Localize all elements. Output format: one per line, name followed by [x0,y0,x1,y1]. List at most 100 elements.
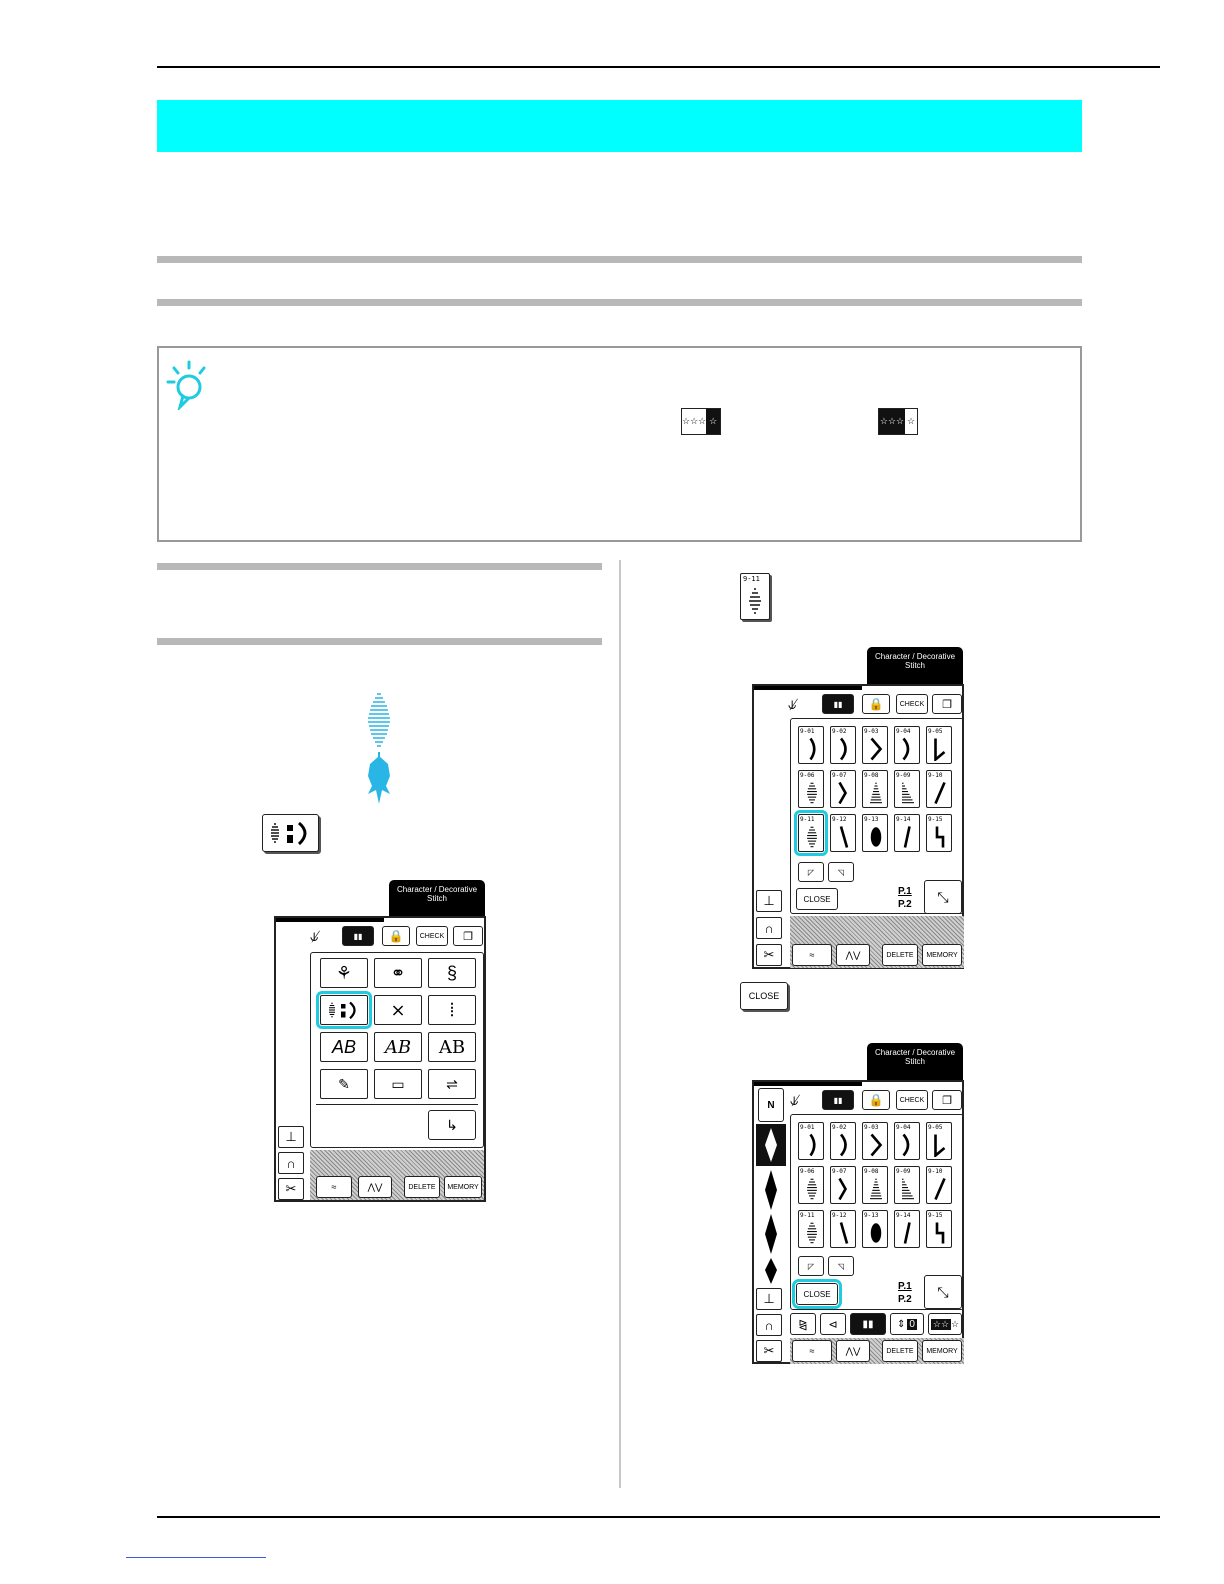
scissors-icon[interactable]: ✂ [756,1340,782,1362]
scroll-next-button[interactable]: ◹ [828,1256,854,1276]
pattern-button-9-05[interactable]: 9-05 [926,726,952,764]
pattern-button-9-12[interactable]: 9-12 [830,1210,856,1248]
stitch-length-button[interactable]: ≈ [792,1340,832,1362]
pattern-button-9-13[interactable]: 9-13 [862,1210,888,1248]
pattern-button-9-06[interactable]: 9-06 [798,770,824,808]
usb-icon[interactable]: ⇌ [428,1069,476,1099]
pattern-button-9-11[interactable]: 9-11 [798,1210,824,1248]
delete-button[interactable]: DELETE [404,1176,440,1198]
memory-button[interactable]: MEMORY [922,944,962,966]
pattern-button-9-03[interactable]: 9-03 [862,1122,888,1160]
mirror-horizontal-button[interactable]: ⧎ [790,1313,816,1335]
pattern-number: 9-03 [864,1124,879,1131]
presser-foot-icon[interactable]: ⊥ [278,1126,304,1148]
pattern-button-9-09[interactable]: 9-09 [894,1166,920,1204]
check-button[interactable]: CHECK [896,694,928,714]
reverse-stitch-icon[interactable]: ∩ [278,1152,304,1174]
edit-stitch-button[interactable]: ↳ [428,1110,476,1140]
inline-close-key[interactable]: CLOSE [740,982,788,1010]
scissors-icon[interactable]: ✂ [756,944,782,966]
category-satin-icon[interactable] [316,991,372,1029]
pattern-button-9-01[interactable]: 9-01 [798,726,824,764]
close-button[interactable]: CLOSE [796,888,838,910]
pattern-button-9-01[interactable]: 9-01 [798,1122,824,1160]
memory-button[interactable]: MEMORY [444,1176,482,1198]
category-outline-font-icon[interactable]: AB [428,1032,476,1062]
pattern-button-9-07[interactable]: 9-07 [830,770,856,808]
stitch-pattern-icon [807,1222,817,1244]
needle-position-button[interactable]: N [758,1088,784,1122]
pattern-button-9-08[interactable]: 9-08 [862,1166,888,1204]
pattern-button-9-14[interactable]: 9-14 [894,1210,920,1248]
stitch-width-button[interactable]: ⋀⋁ [358,1176,392,1198]
top-rule [157,66,1160,68]
pattern-button-9-10[interactable]: 9-10 [926,770,952,808]
presser-foot-icon[interactable]: ⊥ [756,890,782,912]
scroll-prev-button[interactable]: ◸ [798,862,824,882]
category-script-font-icon[interactable]: AB [374,1032,422,1062]
pattern-button-9-05[interactable]: 9-05 [926,1122,952,1160]
page-arrow-button[interactable]: ⤡ [924,880,962,914]
pattern-button-9-13[interactable]: 9-13 [862,814,888,852]
page-arrow-button[interactable]: ⤡ [924,1275,962,1309]
help-button[interactable]: ❐ [932,694,962,714]
pattern-9-11-key[interactable]: 9-11 [740,573,770,620]
pattern-button-9-10[interactable]: 9-10 [926,1166,952,1204]
pattern-button-9-11[interactable]: 9-11 [794,810,828,856]
category-gothic-font-icon[interactable]: AB [320,1032,368,1062]
pattern-button-9-08[interactable]: 9-08 [862,770,888,808]
pattern-number: 9-04 [896,1124,911,1131]
category-heirloom-icon[interactable]: § [428,958,476,988]
pattern-button-9-02[interactable]: 9-02 [830,1122,856,1160]
close-button[interactable]: CLOSE [792,1279,842,1309]
pattern-button-9-09[interactable]: 9-09 [894,770,920,808]
pattern-button-9-02[interactable]: 9-02 [830,726,856,764]
pattern-button-9-04[interactable]: 9-04 [894,726,920,764]
scroll-prev-button[interactable]: ◸ [798,1256,824,1276]
pattern-button-9-15[interactable]: 9-15 [926,1210,952,1248]
help-button[interactable]: ❐ [453,926,483,946]
density-button[interactable]: ⇕ 0 [890,1313,924,1335]
delete-button[interactable]: DELETE [882,944,918,966]
stitch-pattern-icon [902,737,910,761]
lock-button[interactable]: 🔒 [382,926,410,946]
category-cross-stitch-icon[interactable]: ⨯ [374,995,422,1025]
delete-button[interactable]: DELETE [882,1340,918,1362]
check-button[interactable]: CHECK [896,1090,928,1110]
pattern-button-9-07[interactable]: 9-07 [830,1166,856,1204]
memory-button[interactable]: MEMORY [922,1340,962,1362]
lock-button[interactable]: 🔒 [862,1090,890,1110]
mirror-vertical-button[interactable]: ⊲ [820,1313,846,1335]
pocket-memory-icon[interactable]: ▭ [374,1069,422,1099]
stitch-width-button[interactable]: ⋀⋁ [836,1340,870,1362]
category-decorative-icon[interactable]: ⚘ [320,958,368,988]
repeat-mode-button[interactable]: ☆☆☆ [928,1313,962,1335]
stitch-length-button[interactable]: ≈ [792,944,832,966]
pattern-button-9-14[interactable]: 9-14 [894,814,920,852]
pattern-button-9-15[interactable]: 9-15 [926,814,952,852]
scroll-next-button[interactable]: ◹ [828,862,854,882]
pattern-button-9-06[interactable]: 9-06 [798,1166,824,1204]
check-button[interactable]: CHECK [416,926,448,946]
scissors-icon[interactable]: ✂ [278,1178,304,1200]
reverse-stitch-icon[interactable]: ∩ [756,1314,782,1336]
category-cross-icon[interactable]: ⚭ [374,958,422,988]
pattern-button-9-03[interactable]: 9-03 [862,726,888,764]
stitch-length-button[interactable]: ≈ [316,1176,352,1198]
mode-single-icon: ☆☆☆ ☆ [681,408,721,435]
needle-icon: ⫝̸ [310,928,319,944]
mode-toggle-button[interactable]: ▮▮ [822,694,854,714]
my-custom-stitch-icon[interactable]: ✎ [320,1069,368,1099]
reverse-stitch-icon[interactable]: ∩ [756,917,782,939]
category-utility-icon[interactable]: ⦙ [428,995,476,1025]
stitch-width-button[interactable]: ⋀⋁ [836,944,870,966]
mode-toggle-button[interactable]: ▮▮ [342,926,374,946]
pattern-button-9-12[interactable]: 9-12 [830,814,856,852]
pattern-button-9-04[interactable]: 9-04 [894,1122,920,1160]
presser-foot-icon[interactable]: ⊥ [756,1288,782,1310]
lock-button[interactable]: 🔒 [862,694,890,714]
mode-toggle-button[interactable]: ▮▮ [822,1090,854,1110]
help-button[interactable]: ❐ [932,1090,962,1110]
satin-category-key[interactable] [262,814,319,852]
twin-needle-button[interactable]: ▮▮ [850,1313,886,1335]
